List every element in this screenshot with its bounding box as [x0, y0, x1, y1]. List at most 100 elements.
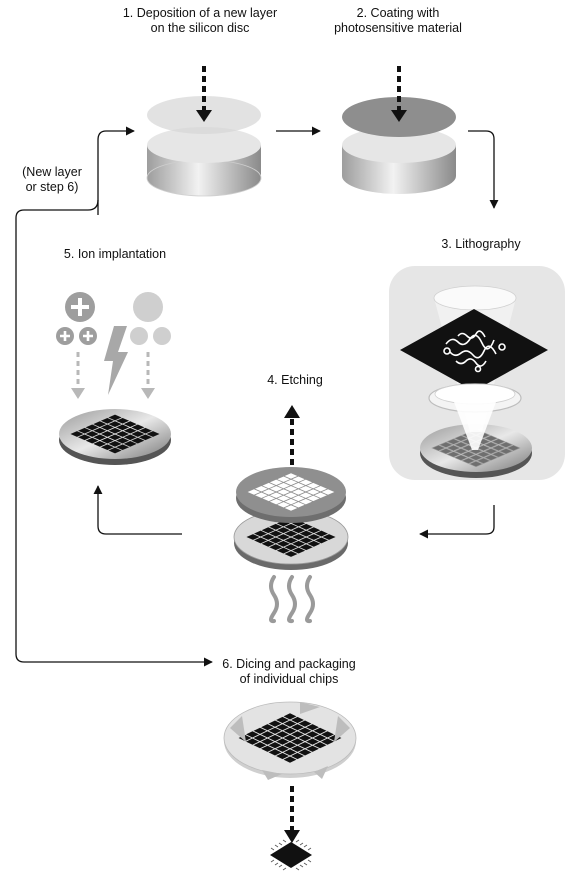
chip-die: [306, 724, 319, 731]
etched-chip-grid: [246, 517, 336, 557]
ion-arrows: [76, 352, 150, 390]
chip-die: [314, 486, 327, 492]
chip-die: [261, 534, 275, 540]
step6-line1: 6. Dicing and packaging: [222, 657, 356, 671]
chip-die: [453, 454, 469, 461]
chip-die: [284, 498, 298, 505]
chip-die: [276, 716, 289, 724]
chip-die: [483, 435, 499, 442]
chip-die: [255, 492, 268, 498]
chip-die: [299, 486, 313, 492]
chip-die: [446, 444, 461, 452]
chip-die: [283, 727, 297, 734]
chip-die: [299, 492, 313, 498]
step4-label: 4. Etching: [250, 373, 340, 388]
packaging-arrow-icon: [284, 786, 300, 843]
chip-die: [246, 738, 259, 745]
chip-die: [100, 424, 114, 431]
chip-die: [70, 431, 84, 437]
chip-die: [291, 716, 304, 724]
chip-die: [261, 738, 274, 745]
step5-label: 5. Ion implantation: [40, 247, 190, 262]
chip-die: [292, 520, 306, 527]
chip-die: [85, 437, 99, 444]
chip-die: [261, 527, 275, 534]
chip-die: [108, 441, 122, 447]
chip-die: [108, 434, 122, 441]
chip-die: [298, 734, 312, 742]
resist-mask-grid: [247, 473, 335, 511]
chip-die: [277, 502, 290, 508]
chip-die: [261, 731, 274, 738]
chip-die: [307, 540, 321, 547]
chip-die: [483, 448, 499, 455]
chip-die: [284, 551, 298, 557]
chip-die: [269, 479, 283, 486]
chip-die: [299, 537, 313, 544]
chip-die: [123, 434, 137, 441]
loop-note-line1: (New layer: [22, 165, 82, 179]
chip-die: [292, 482, 305, 489]
wafer-edge-pieces: [230, 702, 350, 780]
chip-die: [306, 731, 319, 738]
ion-particle-icon: [56, 292, 171, 345]
chip-die: [261, 724, 274, 731]
flow-arrow-3-4: [419, 505, 495, 539]
chip-die: [483, 454, 499, 461]
loop-note: (New layer or step 6): [2, 165, 102, 195]
chip-die: [283, 720, 297, 727]
chip-die: [276, 520, 290, 527]
step2-line2: photosensitive material: [334, 21, 462, 35]
chip-die: [116, 431, 130, 437]
photomask-icon: [400, 309, 548, 391]
chip-die: [292, 547, 306, 554]
step6-line2: of individual chips: [239, 672, 339, 686]
lithography-panel: [389, 266, 565, 480]
chip-die: [476, 451, 491, 458]
chip-die: [85, 424, 99, 431]
chip-die: [269, 492, 283, 498]
chip-die: [253, 734, 267, 742]
chip-die: [321, 489, 335, 495]
chip-die: [269, 544, 283, 551]
loop-arrow-to-step1: [97, 126, 135, 215]
chip-die: [100, 444, 114, 451]
diced-wafer: [223, 701, 357, 780]
chip-die: [269, 523, 283, 530]
chip-die: [268, 727, 282, 734]
chip-die: [298, 742, 312, 749]
chip-die: [146, 431, 160, 437]
chip-die: [276, 547, 290, 554]
chip-die: [123, 421, 137, 427]
chip-die: [93, 441, 107, 447]
chip-die: [284, 523, 298, 530]
step1-wafer: [146, 96, 262, 197]
chip-die: [253, 742, 267, 749]
chip-die: [498, 448, 514, 455]
step2-wafer: [342, 97, 456, 194]
chip-die: [138, 434, 152, 441]
loop-note-line2: or step 6): [25, 180, 79, 194]
chip-die: [261, 540, 275, 547]
chip-die: [298, 720, 312, 727]
chip-die: [93, 421, 107, 427]
chip-die: [506, 444, 521, 452]
chip-die: [93, 434, 107, 441]
chip-die: [276, 527, 290, 534]
step3-label: 3. Lithography: [416, 237, 546, 252]
chip-die: [491, 438, 506, 445]
chip-die: [438, 448, 454, 455]
chip-die: [268, 734, 282, 742]
chip-die: [299, 530, 313, 537]
chip-die: [284, 492, 298, 498]
deposition-arrow-icon: [196, 66, 212, 122]
chip-die: [306, 738, 319, 745]
chip-die: [313, 734, 327, 742]
chip-die: [78, 427, 92, 434]
chip-die: [116, 424, 130, 431]
chip-die: [461, 451, 476, 458]
chip-die: [100, 431, 114, 437]
chip-die: [284, 473, 298, 479]
chip-die: [291, 724, 304, 731]
